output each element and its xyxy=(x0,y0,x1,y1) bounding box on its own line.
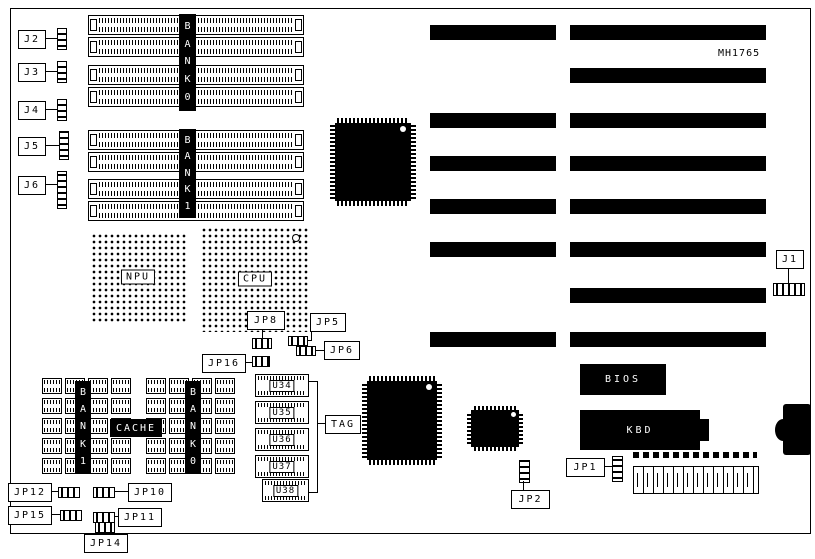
jp5-label: JP5 xyxy=(310,313,346,332)
controller-qfp xyxy=(362,376,442,465)
u35-label: U35 xyxy=(269,406,295,419)
jp10-jumper xyxy=(93,487,115,498)
jp1-jumper xyxy=(612,456,623,482)
board-outline xyxy=(10,8,811,534)
isa-slot-segment xyxy=(430,332,556,347)
jp12-jumper xyxy=(58,487,80,498)
u35-chip: U35 xyxy=(255,401,309,424)
connector-dash-row xyxy=(633,452,757,458)
isa-slot-segment xyxy=(430,156,556,171)
jp16-jumper xyxy=(252,356,270,367)
simm-socket xyxy=(88,87,304,107)
isa-slot-segment xyxy=(570,25,766,40)
jp15-label: JP15 xyxy=(8,506,52,525)
npu-label: NPU xyxy=(120,269,156,285)
u34-label: U34 xyxy=(269,379,295,392)
tag-label: TAG xyxy=(325,415,361,434)
isa-slot-segment xyxy=(570,199,766,214)
isa-slot-segment xyxy=(570,332,766,347)
jp6-jumper xyxy=(296,346,316,356)
j6-header xyxy=(57,171,67,209)
isa-slot-segment xyxy=(570,242,766,257)
power-pin-header xyxy=(633,466,759,494)
jp14-jumper xyxy=(95,522,115,533)
u36-label: U36 xyxy=(269,433,295,446)
j4-header xyxy=(57,99,67,121)
pin1-dot xyxy=(400,126,406,132)
j1-header xyxy=(773,283,805,296)
isa-slot-segment xyxy=(430,113,556,128)
u37-label: U37 xyxy=(269,460,295,473)
jp15-jumper xyxy=(60,510,82,521)
isa-slot-segment xyxy=(570,288,766,303)
simm-socket xyxy=(88,15,304,35)
u34-chip: U34 xyxy=(255,374,309,397)
plcc-chip xyxy=(467,406,523,451)
u37-chip: U37 xyxy=(255,455,309,478)
j4-label: J4 xyxy=(18,101,46,120)
tag-bracket xyxy=(317,381,318,493)
cache-label: CACHE xyxy=(110,419,162,437)
isa-slot-segment xyxy=(570,113,766,128)
simm-socket xyxy=(88,152,304,172)
jp2-label: JP2 xyxy=(511,490,550,509)
cache-chip-array-right xyxy=(146,378,235,474)
j2-label: J2 xyxy=(18,30,46,49)
jp8-label: JP8 xyxy=(247,311,285,330)
isa-slot-segment xyxy=(570,68,766,83)
j5-label: J5 xyxy=(18,137,46,156)
j1-label: J1 xyxy=(776,250,804,269)
jp16-label: JP16 xyxy=(202,354,246,373)
j5-header xyxy=(59,131,69,160)
jp2-jumper xyxy=(519,460,530,483)
simm-socket xyxy=(88,37,304,57)
pin1-dot xyxy=(292,234,300,242)
chipset-qfp xyxy=(330,118,416,206)
j2-header xyxy=(57,28,67,50)
isa-slot-segment xyxy=(570,156,766,171)
jp8-jumper xyxy=(252,338,272,349)
jp11-label: JP11 xyxy=(118,508,162,527)
j6-label: J6 xyxy=(18,176,46,195)
simm-socket xyxy=(88,130,304,150)
j3-label: J3 xyxy=(18,63,46,82)
u38-chip: U38 xyxy=(262,479,309,502)
pin1-dot xyxy=(511,412,516,417)
simm-socket xyxy=(88,201,304,221)
keyboard-connector xyxy=(783,404,811,455)
jp6-label: JP6 xyxy=(324,341,360,360)
isa-slot-segment xyxy=(430,199,556,214)
j3-header xyxy=(57,61,67,83)
isa-slot-segment xyxy=(430,242,556,257)
cpu-label: CPU xyxy=(237,271,273,287)
kbd-controller: KBD xyxy=(580,410,700,450)
jp14-label: JP14 xyxy=(84,534,128,553)
npu-socket: NPU xyxy=(90,232,186,322)
simm-socket xyxy=(88,179,304,199)
u38-label: U38 xyxy=(272,484,299,497)
jp12-label: JP12 xyxy=(8,483,52,502)
jp5-jumper xyxy=(288,336,308,346)
u36-chip: U36 xyxy=(255,428,309,451)
jp10-label: JP10 xyxy=(128,483,172,502)
part-number: MH1765 xyxy=(718,48,761,59)
jp1-label: JP1 xyxy=(566,458,605,477)
pin1-dot xyxy=(426,384,432,390)
simm-socket xyxy=(88,65,304,85)
kbd-tab xyxy=(700,419,709,441)
isa-slot-segment xyxy=(430,25,556,40)
bios-chip: BIOS xyxy=(580,364,666,395)
